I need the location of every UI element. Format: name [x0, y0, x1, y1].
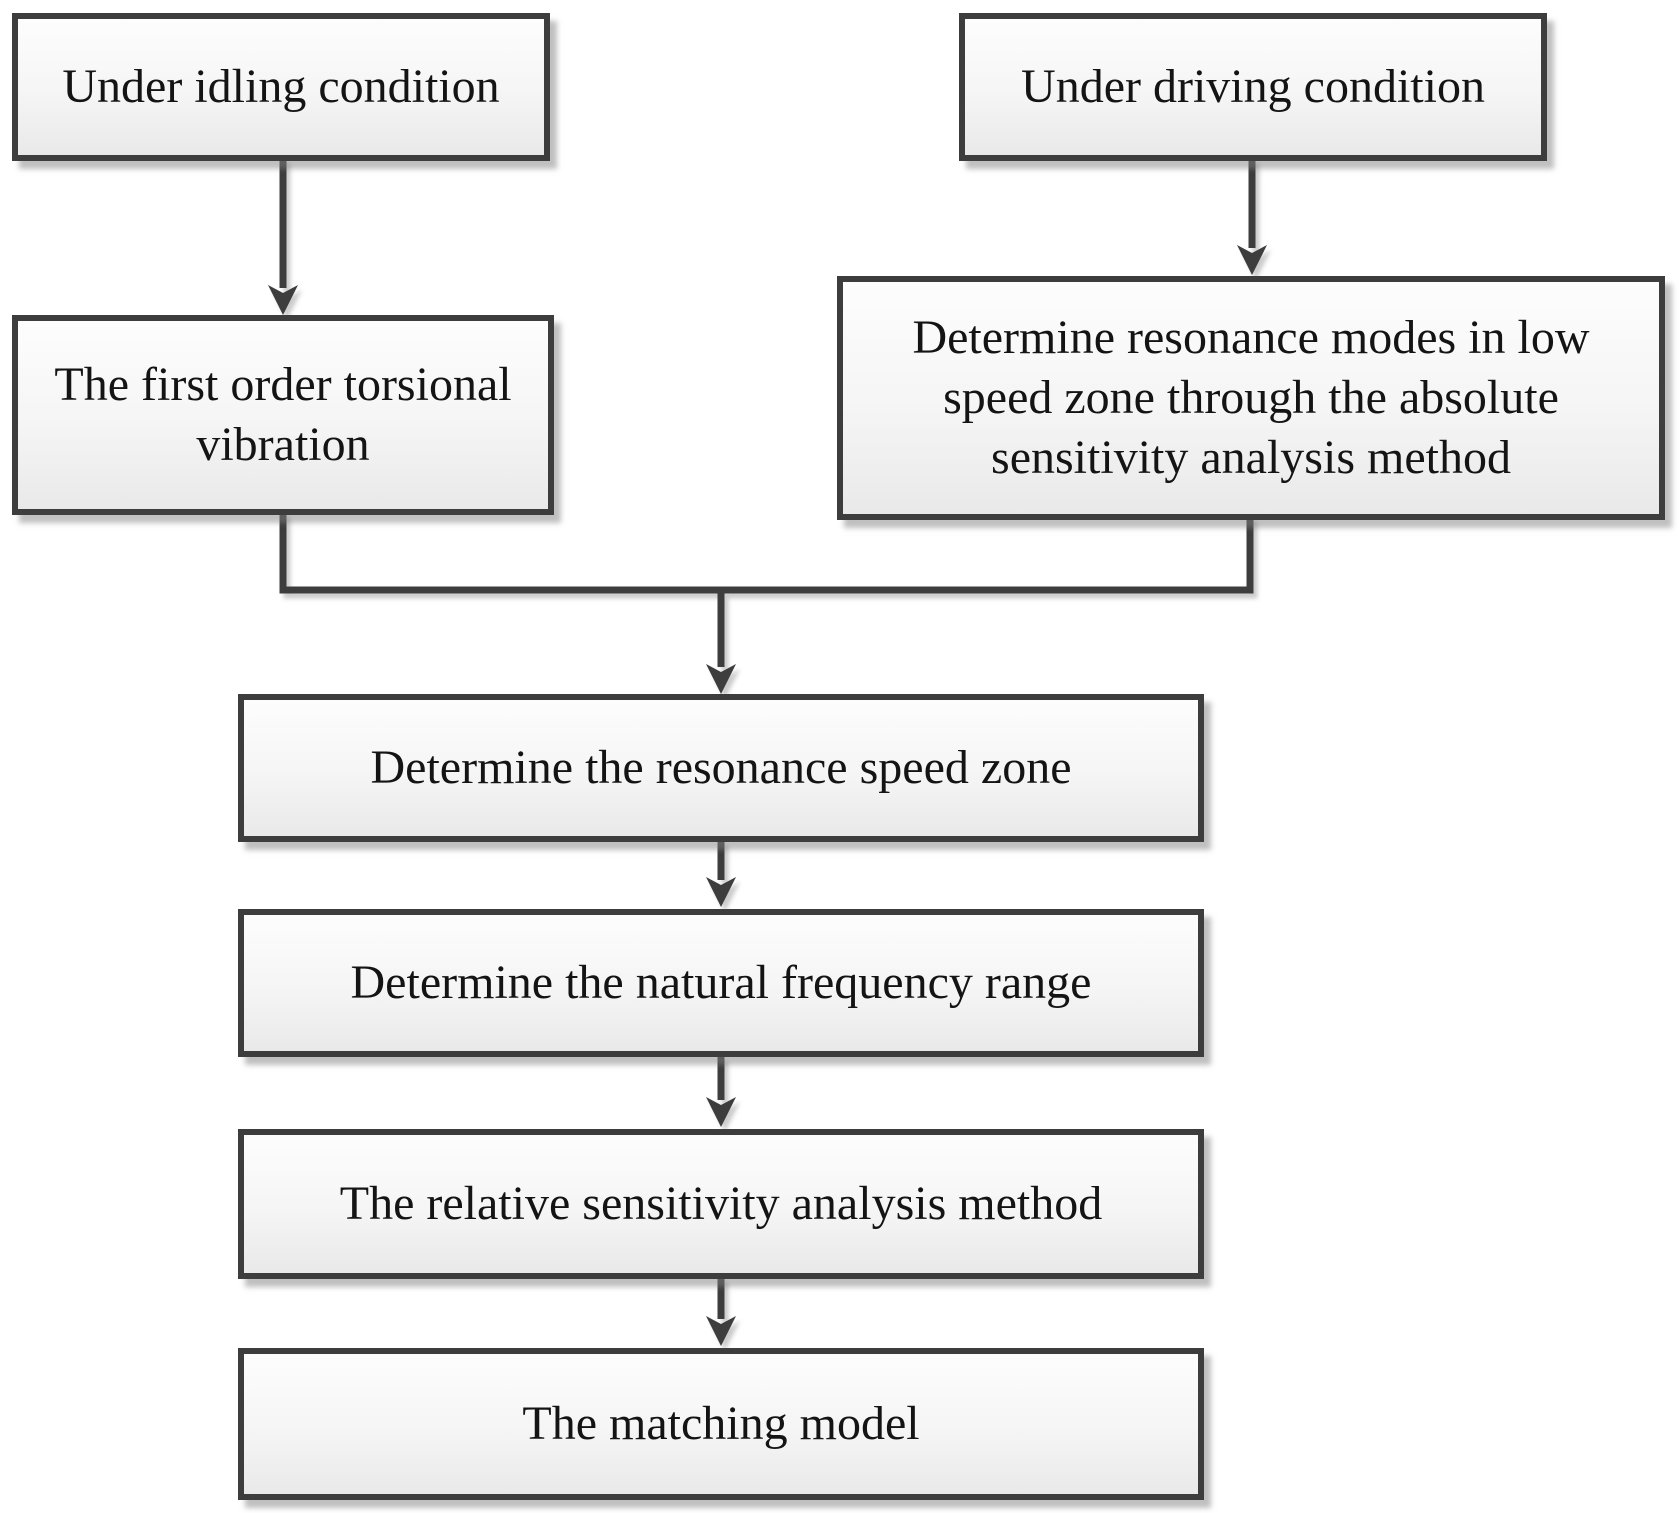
node-label: Determine resonance modes in low — [912, 311, 1590, 364]
flow-node-resonance-speed-zone: Determine the resonance speed zone — [238, 694, 1204, 842]
flow-node-first-order-torsional-vibration: The first order torsional vibration — [12, 315, 554, 515]
node-label: The relative sensitivity analysis method — [339, 1177, 1103, 1230]
node-label: Determine the natural frequency range — [350, 956, 1092, 1009]
connector-idling-to-torsional — [268, 158, 298, 315]
flow-node-under-driving-condition: Under driving condition — [959, 13, 1547, 161]
flow-node-resonance-modes-low-speed: Determine resonance modes in low speed z… — [837, 276, 1665, 520]
arrow-down-icon — [268, 285, 298, 315]
flow-node-relative-sensitivity-analysis: The relative sensitivity analysis method — [238, 1129, 1204, 1279]
flow-node-natural-frequency-range: Determine the natural frequency range — [238, 909, 1204, 1057]
arrow-down-icon — [706, 1097, 736, 1127]
arrow-down-icon — [706, 1316, 736, 1346]
node-label: The matching model — [522, 1397, 920, 1450]
arrow-down-icon — [706, 877, 736, 907]
node-label: The first order torsional — [54, 358, 512, 411]
node-label: Under driving condition — [1021, 60, 1485, 113]
connector-speed-zone-to-frequency-range — [706, 840, 736, 907]
arrow-down-icon — [706, 664, 736, 694]
connector-frequency-range-to-relative-sensitivity — [706, 1056, 736, 1127]
connector-driving-to-resonance-modes — [1237, 158, 1267, 275]
node-label: speed zone through the absolute — [943, 371, 1559, 424]
node-label: sensitivity analysis method — [991, 431, 1511, 484]
connector-relative-sensitivity-to-matching-model — [706, 1277, 736, 1346]
node-label: vibration — [196, 418, 370, 471]
flow-node-under-idling-condition: Under idling condition — [12, 13, 550, 161]
connector-merge-bus — [279, 512, 1254, 694]
node-label: Under idling condition — [62, 60, 500, 113]
flow-node-matching-model: The matching model — [238, 1348, 1204, 1500]
node-label: Determine the resonance speed zone — [370, 741, 1072, 794]
arrow-down-icon — [1237, 245, 1267, 275]
